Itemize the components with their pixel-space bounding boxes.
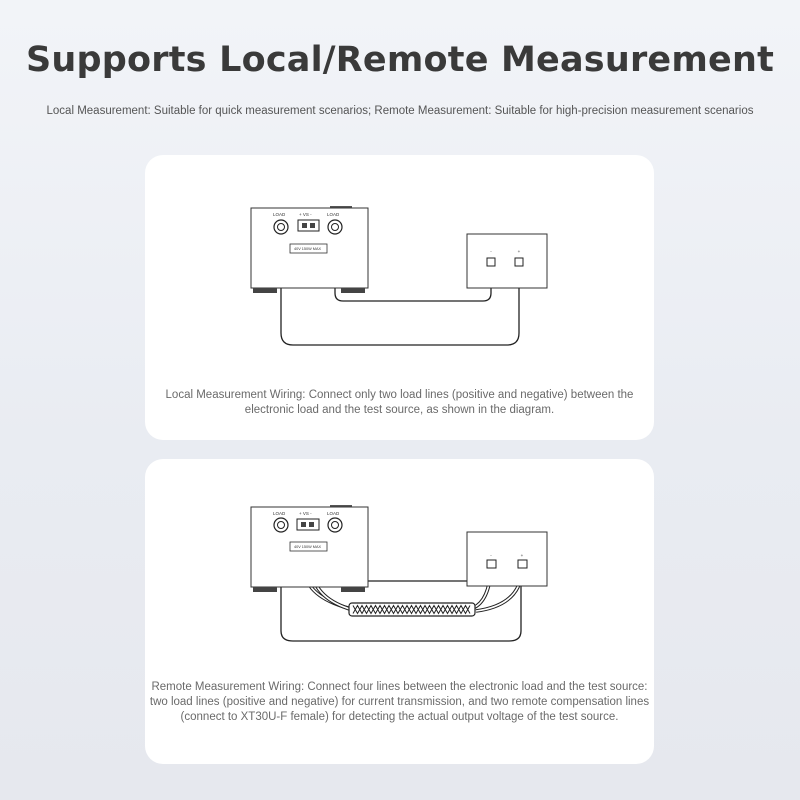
source-positive-terminal-icon [514,257,524,267]
source-plus-label: + [521,553,524,558]
source-minus-label: - [490,249,492,254]
source-negative-terminal-icon [486,257,496,267]
source-negative-terminal-icon [486,559,497,569]
positive-terminal-icon [327,517,343,533]
local-caption: Local Measurement Wiring: Connect only t… [165,389,634,416]
load-right-label: LOAD [327,511,340,516]
remote-caption: Remote Measurement Wiring: Connect four … [149,681,650,723]
vs-label: + VS - [299,511,312,516]
vs-label: + VS - [299,212,312,217]
test-source-box: - + [466,233,548,289]
source-positive-terminal-icon [517,559,528,569]
remote-measurement-card: LOAD + VS - LOAD 40V 150W MAX - + Remote… [145,459,654,764]
electronic-load-device: LOAD + VS - LOAD 40V 150W MAX [250,206,369,293]
local-wiring-diagram: LOAD + VS - LOAD 40V 150W MAX - + [250,206,548,346]
vs-port-icon [297,219,320,232]
remote-wiring-diagram: LOAD + VS - LOAD 40V 150W MAX - + [250,505,548,642]
electronic-load-device: LOAD + VS - LOAD 40V 150W MAX [250,505,369,592]
positive-terminal-icon [327,219,343,235]
load-right-label: LOAD [327,212,340,217]
page-title: Supports Local/Remote Measurement [25,40,775,80]
test-source-box: - + [466,531,548,587]
page-subtitle: Local Measurement: Suitable for quick me… [46,105,754,117]
negative-terminal-icon [273,219,289,235]
negative-load-wire [280,237,520,346]
vs-port-icon [296,518,320,531]
rating-label: 40V 150W MAX [294,545,321,549]
source-plus-label: + [518,249,521,254]
positive-load-wire [334,237,492,302]
source-minus-label: - [490,553,492,558]
load-left-label: LOAD [273,511,286,516]
rating-label: 40V 150W MAX [294,247,321,251]
negative-load-wire [280,539,522,642]
negative-terminal-icon [273,517,289,533]
twisted-pair-cable [348,602,476,617]
local-measurement-card: LOAD + VS - LOAD 40V 150W MAX - + Local … [145,155,654,440]
load-left-label: LOAD [273,212,286,217]
